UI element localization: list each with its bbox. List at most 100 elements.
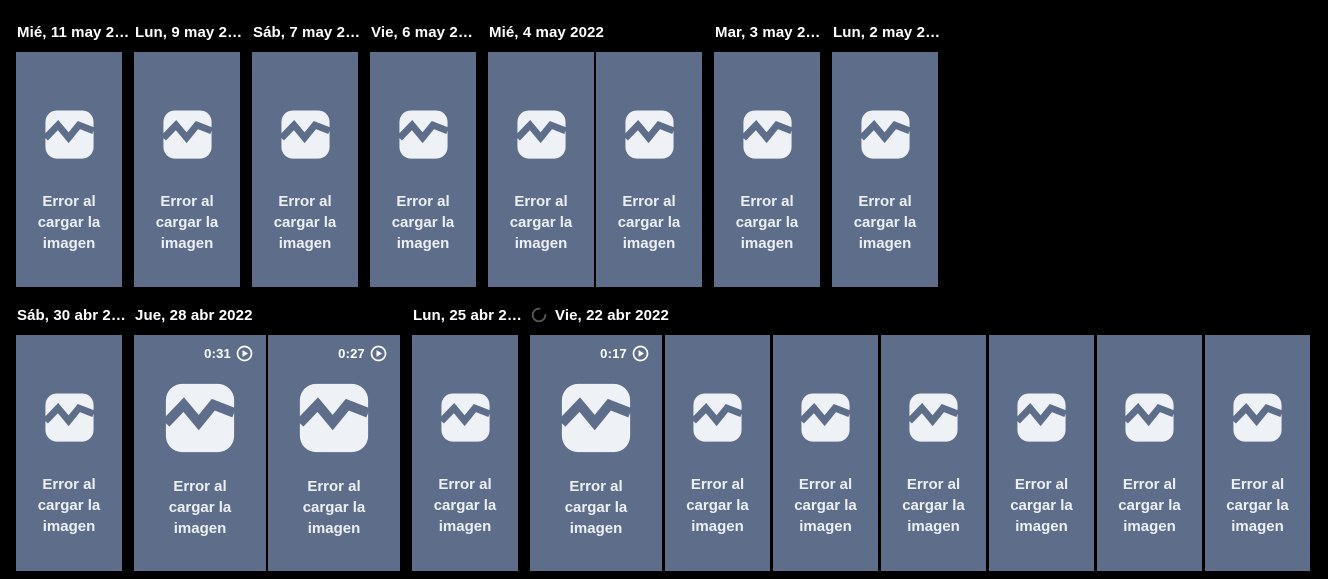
card-list: Error al cargar la imagen xyxy=(134,52,240,287)
image-error-text: Error al cargar la imagen xyxy=(37,476,101,535)
media-card[interactable]: Error al cargar la imagen xyxy=(773,335,878,571)
broken-image-icon xyxy=(160,110,213,159)
loading-spinner-icon xyxy=(531,307,547,323)
broken-image-icon xyxy=(622,110,675,159)
card-list: Error al cargar la imagen xyxy=(714,52,820,287)
image-error-text: Error al cargar la imagen xyxy=(564,478,628,537)
card-list: Error al cargar la imagen xyxy=(16,52,122,287)
broken-image-icon xyxy=(798,393,851,442)
media-row-abr: Sáb, 30 abr 2… Error al cargar la imagen… xyxy=(16,307,1328,571)
date-group: Lun, 25 abr 2… Error al cargar la imagen xyxy=(412,307,522,571)
broken-image-icon xyxy=(278,110,331,159)
date-header: Mié, 4 may 2022 xyxy=(489,24,604,41)
image-error-text: Error al cargar la imagen xyxy=(902,476,965,535)
media-card[interactable]: Error al cargar la imagen xyxy=(832,52,938,287)
image-error-text: Error al cargar la imagen xyxy=(391,193,455,252)
card-list: Error al cargar la imagen Error al carga… xyxy=(488,52,702,287)
card-list: Error al cargar la imagen xyxy=(252,52,358,287)
card-list: Error al cargar la imagen xyxy=(16,335,122,571)
date-header: Vie, 22 abr 2022 xyxy=(531,306,669,324)
date-group: Sáb, 30 abr 2… Error al cargar la imagen xyxy=(16,307,126,571)
media-card[interactable]: Error al cargar la imagen xyxy=(370,52,476,287)
date-group: Mar, 3 may 2… Error al cargar la imagen xyxy=(714,24,820,287)
video-card[interactable]: 0:27 Error al cargar la imagen xyxy=(268,335,400,571)
image-error-text: Error al cargar la imagen xyxy=(273,193,337,252)
play-icon xyxy=(632,345,649,362)
media-card[interactable]: Error al cargar la imagen xyxy=(16,335,122,571)
date-group: Sáb, 7 may 2… Error al cargar la imagen xyxy=(252,23,361,287)
image-error-text: Error al cargar la imagen xyxy=(853,193,917,252)
card-list: Error al cargar la imagen xyxy=(370,52,476,287)
broken-image-icon xyxy=(1122,393,1175,442)
broken-image-icon xyxy=(558,383,632,453)
date-label: Sáb, 7 may 2… xyxy=(253,23,361,41)
video-duration-badge: 0:17 xyxy=(600,345,649,362)
date-header: Lun, 25 abr 2… xyxy=(413,306,522,324)
broken-image-icon xyxy=(690,393,743,442)
date-header: Jue, 28 abr 2022 xyxy=(135,306,253,324)
broken-image-icon xyxy=(740,110,793,159)
video-card[interactable]: 0:17 Error al cargar la imagen xyxy=(530,335,662,571)
media-card[interactable]: Error al cargar la imagen xyxy=(412,335,518,571)
broken-image-icon xyxy=(906,393,959,442)
date-group: Vie, 22 abr 2022 0:17 Error al cargar la… xyxy=(530,307,1310,571)
image-error-text: Error al cargar la imagen xyxy=(433,476,497,535)
card-list: Error al cargar la imagen xyxy=(412,335,518,571)
media-card[interactable]: Error al cargar la imagen xyxy=(16,52,122,287)
image-error-text: Error al cargar la imagen xyxy=(686,476,749,535)
broken-image-icon xyxy=(1014,393,1067,442)
image-error-text: Error al cargar la imagen xyxy=(617,193,681,252)
video-card[interactable]: 0:31 Error al cargar la imagen xyxy=(134,335,266,571)
date-group: Mié, 11 may 2… Error al cargar la imagen xyxy=(16,24,129,287)
broken-image-icon xyxy=(162,383,236,453)
date-group: Lun, 9 may 2… Error al cargar la imagen xyxy=(134,23,243,287)
date-header: Vie, 6 may 2… xyxy=(371,23,473,41)
video-duration: 0:17 xyxy=(600,346,627,361)
date-header: Mié, 11 may 2… xyxy=(17,24,129,41)
date-label: Lun, 9 may 2… xyxy=(135,23,243,41)
broken-image-icon xyxy=(296,383,370,453)
date-label: Vie, 22 abr 2022 xyxy=(555,306,669,324)
image-error-text: Error al cargar la imagen xyxy=(509,193,573,252)
video-duration: 0:27 xyxy=(338,346,365,361)
media-card[interactable]: Error al cargar la imagen xyxy=(134,52,240,287)
date-label: Mar, 3 may 2… xyxy=(715,23,821,41)
video-duration-badge: 0:31 xyxy=(204,345,253,362)
date-label: Lun, 25 abr 2… xyxy=(413,306,522,324)
date-label: Jue, 28 abr 2022 xyxy=(135,306,253,324)
date-header: Sáb, 7 may 2… xyxy=(253,23,361,41)
date-group: Mié, 4 may 2022 Error al cargar la image… xyxy=(488,24,702,287)
date-group: Lun, 2 may 2… Error al cargar la imagen xyxy=(832,23,941,287)
media-card[interactable]: Error al cargar la imagen xyxy=(488,52,594,287)
video-duration: 0:31 xyxy=(204,346,231,361)
broken-image-icon xyxy=(1230,393,1283,442)
broken-image-icon xyxy=(438,393,491,442)
media-card[interactable]: Error al cargar la imagen xyxy=(989,335,1094,571)
media-card[interactable]: Error al cargar la imagen xyxy=(1205,335,1310,571)
image-error-text: Error al cargar la imagen xyxy=(37,193,101,252)
date-header: Lun, 2 may 2… xyxy=(833,23,941,41)
media-card[interactable]: Error al cargar la imagen xyxy=(714,52,820,287)
date-header: Mar, 3 may 2… xyxy=(715,23,821,41)
date-header: Sáb, 30 abr 2… xyxy=(17,306,126,324)
broken-image-icon xyxy=(858,110,911,159)
image-error-text: Error al cargar la imagen xyxy=(168,478,232,537)
card-list: 0:17 Error al cargar la imagen Error al … xyxy=(530,335,1310,571)
image-error-text: Error al cargar la imagen xyxy=(1010,476,1073,535)
media-card[interactable]: Error al cargar la imagen xyxy=(1097,335,1202,571)
broken-image-icon xyxy=(396,110,449,159)
date-group: Jue, 28 abr 2022 0:31 Error al cargar la… xyxy=(134,307,400,571)
video-duration-badge: 0:27 xyxy=(338,345,387,362)
media-row-may: Mié, 11 may 2… Error al cargar la imagen… xyxy=(16,24,1328,287)
play-icon xyxy=(370,345,387,362)
date-label: Sáb, 30 abr 2… xyxy=(17,306,126,324)
media-card[interactable]: Error al cargar la imagen xyxy=(665,335,770,571)
media-card[interactable]: Error al cargar la imagen xyxy=(881,335,986,571)
card-list: Error al cargar la imagen xyxy=(832,52,938,287)
date-label: Vie, 6 may 2… xyxy=(371,23,473,41)
date-label: Lun, 2 may 2… xyxy=(833,23,941,41)
image-error-text: Error al cargar la imagen xyxy=(1226,476,1289,535)
media-card[interactable]: Error al cargar la imagen xyxy=(252,52,358,287)
media-card[interactable]: Error al cargar la imagen xyxy=(596,52,702,287)
